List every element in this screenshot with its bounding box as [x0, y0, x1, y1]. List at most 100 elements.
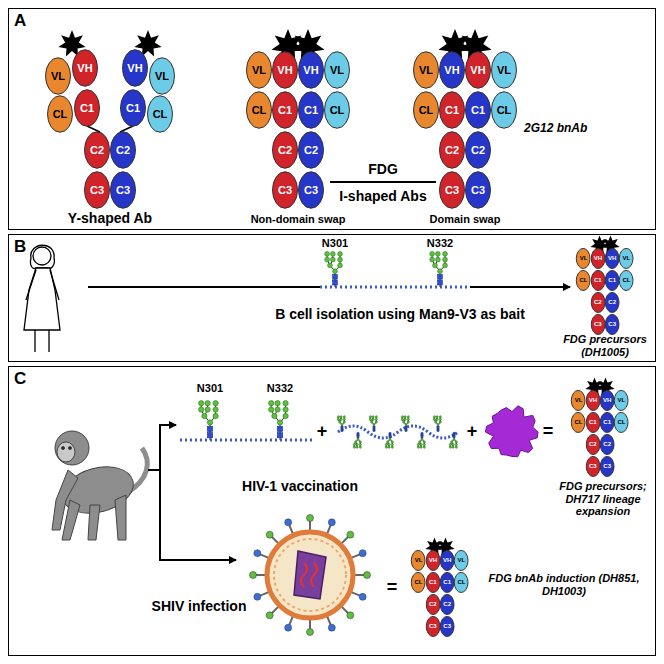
mannose [213, 407, 218, 412]
mannose [372, 416, 374, 418]
mannose [372, 418, 374, 420]
domain-label: C1 [589, 419, 597, 425]
domain-label: VL [458, 557, 466, 563]
domain-label: CL [415, 579, 423, 585]
mannose [436, 416, 438, 418]
glcnac [341, 426, 343, 428]
domain-label: C1 [429, 579, 437, 585]
antibody-domain: VH [465, 51, 491, 89]
domain-shape [414, 92, 439, 128]
domain-label: C3 [443, 623, 451, 629]
mannose [333, 269, 338, 274]
mannose [435, 252, 440, 257]
domain-label: C3 [90, 185, 104, 196]
domain-label: VL [575, 397, 583, 403]
mannose [387, 441, 389, 443]
mannose [343, 418, 345, 420]
mannose [437, 424, 439, 426]
antibody-domain: VL [246, 51, 272, 89]
mannose [375, 421, 377, 423]
antibody-domain: C1 [439, 91, 465, 129]
domain-shape [600, 456, 614, 476]
mannose [404, 418, 406, 420]
domain-shape [75, 90, 100, 126]
mannose [407, 421, 409, 423]
mannose [419, 441, 421, 443]
mannose [439, 416, 441, 418]
mannose [433, 418, 435, 420]
domain-shape [121, 90, 146, 126]
antibody-domain: C3 [298, 171, 324, 209]
domain-label: VH [589, 397, 597, 403]
antibody-domain: VH [298, 51, 324, 89]
antibody-domain: VH [72, 49, 98, 87]
antibody-domain: C3 [426, 616, 440, 637]
mannose [417, 446, 419, 448]
domain-label: VL [330, 65, 344, 76]
mannose [371, 421, 373, 423]
text-label: N332 [255, 382, 305, 395]
spike-tip [347, 612, 354, 619]
spike-tip [359, 593, 366, 600]
antibody-domain: CL [454, 572, 468, 593]
domain-shape [426, 616, 440, 636]
domain-shape [605, 270, 619, 290]
b-cell-isolation-arrow [88, 287, 570, 288]
antibody-domain: VL [45, 57, 71, 95]
envelope-spike [260, 554, 269, 558]
domain-shape [123, 50, 148, 86]
domain-shape [299, 92, 324, 128]
glcnac [437, 429, 439, 431]
domain-shape [412, 550, 426, 570]
domain-label: VH [77, 63, 92, 74]
spike-tip [328, 519, 335, 526]
domain-label: CL [580, 277, 588, 283]
antibody-domain: C3 [440, 616, 454, 637]
mannose [283, 413, 288, 418]
domain-label: C1 [80, 103, 94, 114]
mannose [435, 421, 437, 423]
panel: BVLVHVHVLCLC1C1CLC2C2C3C3 [8, 234, 656, 362]
mannose [420, 446, 422, 448]
mannose [452, 446, 454, 448]
protein-blob [485, 406, 538, 457]
domain-label: C1 [471, 105, 485, 116]
domain-shape [466, 92, 491, 128]
mannose [339, 421, 341, 423]
mannose [443, 257, 448, 262]
mannose [449, 446, 451, 448]
domain-shape [615, 412, 629, 432]
domain-label: C3 [445, 185, 459, 196]
domain-label: C3 [594, 321, 602, 327]
antibody-domain: C1 [74, 89, 100, 127]
domain-shape [273, 92, 298, 128]
spike-tip [364, 572, 371, 579]
mannose [202, 413, 207, 418]
domain-shape [586, 412, 600, 432]
glycopeptide-backbone [180, 440, 315, 441]
antibody-domain: CL [324, 91, 350, 129]
mannose [436, 418, 438, 420]
spike-tip [254, 550, 261, 557]
glcnac [453, 433, 455, 435]
text-label: I-shaped Abs [331, 188, 435, 204]
viral-rna [311, 563, 317, 587]
glcnac [389, 433, 391, 435]
mannose [328, 263, 333, 268]
antibody-domain: C2 [272, 131, 298, 169]
domain-shape [299, 52, 324, 88]
mannose [449, 443, 451, 445]
antibody-domain: CL [571, 412, 585, 433]
domain-label: VH [127, 63, 142, 74]
mannose [423, 443, 425, 445]
bracket-line [330, 181, 436, 183]
mannose [269, 407, 274, 412]
domain-label: CL [497, 105, 512, 116]
mannose [391, 443, 393, 445]
domain-label: C1 [304, 105, 318, 116]
text-label: + [312, 421, 332, 442]
antibody-domain: C1 [605, 270, 619, 291]
mannose [356, 443, 358, 445]
route-arrows [148, 425, 236, 560]
text-label: = [382, 577, 402, 598]
